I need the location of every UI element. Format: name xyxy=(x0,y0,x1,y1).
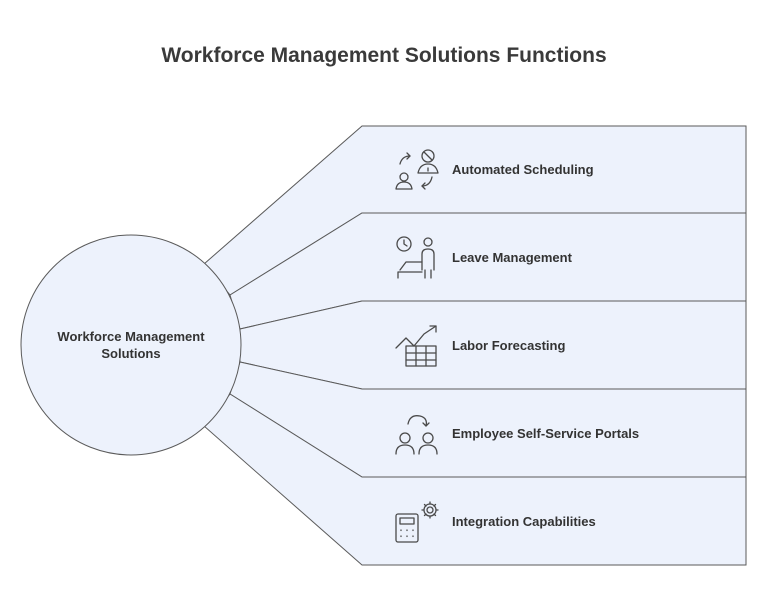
function-label-labor-forecasting: Labor Forecasting xyxy=(452,338,566,353)
function-label-automated-scheduling: Automated Scheduling xyxy=(452,162,594,177)
hub-circle xyxy=(20,234,242,456)
forecast-chart-icon xyxy=(392,322,440,370)
integration-calculator-gear-icon xyxy=(392,498,440,546)
function-label-integration-capabilities: Integration Capabilities xyxy=(452,514,596,529)
diagram-title: Workforce Management Solutions Functions xyxy=(161,44,607,67)
hub-label: Workforce Management Solutions xyxy=(57,329,205,361)
scheduling-icon xyxy=(392,146,440,194)
function-label-leave-management: Leave Management xyxy=(452,250,572,265)
self-service-users-icon xyxy=(392,410,440,458)
leave-icon xyxy=(392,234,440,282)
function-label-employee-self-service-portals: Employee Self-Service Portals xyxy=(452,426,640,441)
